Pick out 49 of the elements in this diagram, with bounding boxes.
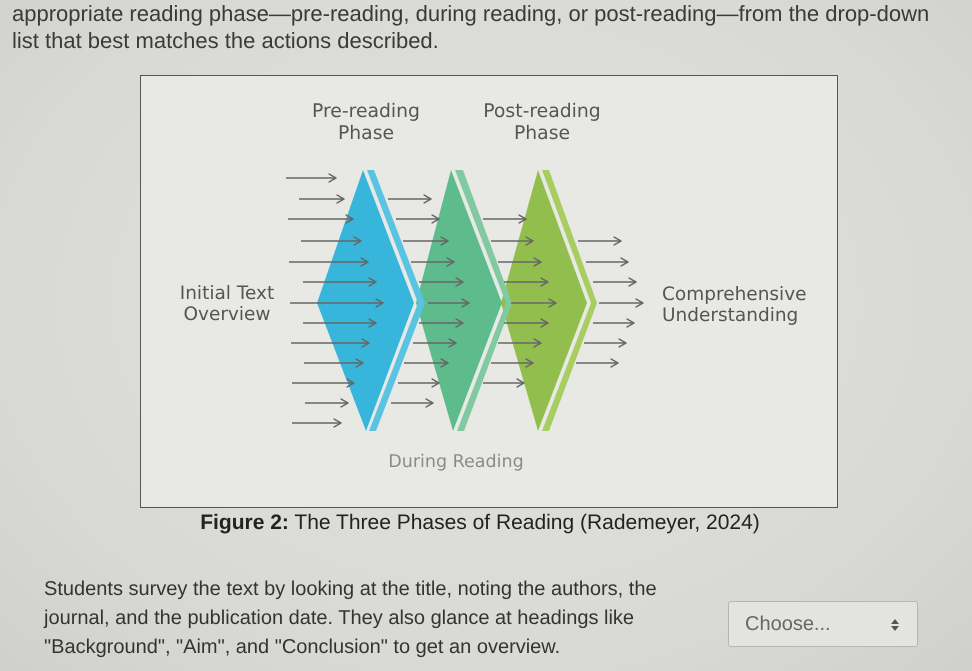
arrow	[299, 194, 345, 204]
figure-caption: Figure 2: The Three Phases of Reading (Rademeyer, 2024)	[199, 510, 761, 536]
flow-start-label: Initial Text Overview	[178, 283, 276, 325]
flow-end-label: Comprehensive Understanding	[662, 284, 808, 326]
arrow	[411, 257, 455, 267]
arrow	[599, 298, 644, 308]
arrow	[403, 236, 449, 246]
arrow	[491, 236, 534, 246]
arrow	[419, 277, 464, 287]
arrow	[491, 358, 534, 368]
arrow	[428, 298, 470, 308]
arrow	[586, 257, 629, 267]
arrow	[303, 318, 377, 328]
arrow	[483, 214, 527, 224]
arrow	[301, 236, 362, 246]
arrow	[413, 338, 457, 348]
arrow	[593, 277, 637, 287]
question-text: Students survey the text by looking at the title, noting the authors, the journal, and the publication date. They also glance at headings like "Background", "Aim", and "Conclusion" to get an overview.	[44, 577, 658, 660]
arrow	[576, 358, 619, 368]
phase-heading: During Reading	[387, 451, 525, 473]
arrow	[292, 418, 342, 428]
arrow	[396, 214, 440, 224]
arrow	[289, 257, 369, 267]
arrow	[398, 378, 440, 388]
arrow	[498, 338, 542, 348]
arrow	[511, 298, 557, 308]
instruction-text: appropriate reading phase—pre-reading, during reading, or post-reading—from the drop-down list that best matches the actions described.	[12, 0, 930, 54]
arrow	[288, 214, 354, 224]
arrow	[504, 277, 549, 287]
arrow	[404, 358, 449, 368]
arrow	[391, 398, 434, 408]
arrow	[303, 277, 377, 287]
arrow	[498, 257, 542, 267]
arrow	[504, 318, 549, 328]
arrow	[388, 194, 432, 204]
arrow	[291, 338, 370, 348]
arrow	[286, 173, 337, 183]
phase-heading: Pre-reading Phase	[311, 101, 421, 145]
arrow	[305, 398, 349, 408]
arrow	[578, 236, 622, 246]
select-dropdown: Choose...	[728, 601, 918, 647]
arrow	[292, 378, 355, 388]
arrow	[593, 318, 635, 328]
arrow	[419, 318, 464, 328]
arrow	[304, 358, 364, 368]
phase-heading: Post-reading Phase	[482, 101, 602, 145]
arrow	[290, 298, 384, 308]
arrow	[584, 338, 627, 348]
arrow	[483, 378, 525, 388]
